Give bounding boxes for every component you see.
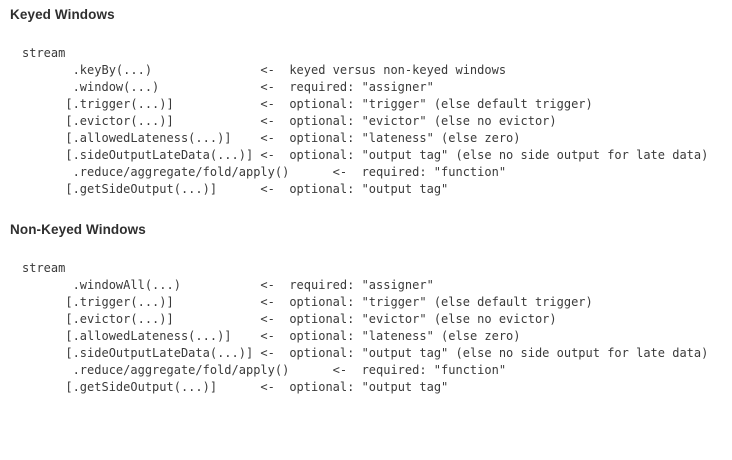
section-non-keyed-windows: Non-Keyed Windows stream .windowAll(...)… <box>0 221 732 396</box>
section-keyed-windows: Keyed Windows stream .keyBy(...) <- keye… <box>0 6 732 198</box>
heading-non-keyed-windows: Non-Keyed Windows <box>10 222 146 237</box>
heading-keyed-windows: Keyed Windows <box>10 7 115 22</box>
code-block-non-keyed-windows[interactable]: stream .windowAll(...) <- required: "ass… <box>22 261 709 394</box>
code-block-keyed-windows[interactable]: stream .keyBy(...) <- keyed versus non-k… <box>22 46 709 196</box>
